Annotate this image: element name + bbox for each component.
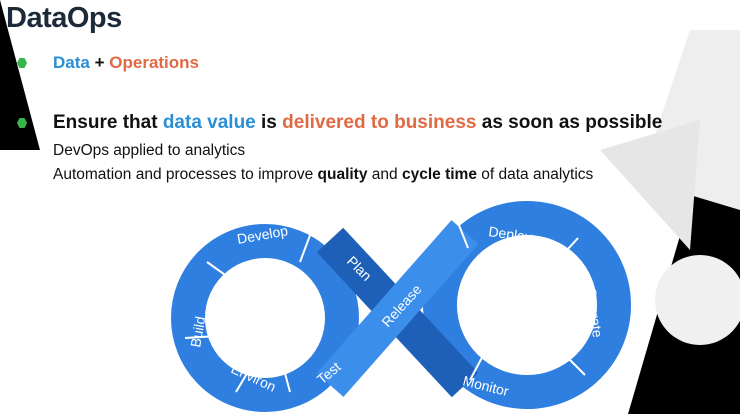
stage-deploy: Deploy [488,223,533,245]
bullet-marker [17,118,27,128]
bullet-data-operations: Data + Operations [53,53,200,72]
sub-bullet-automation: Automation and processes to improve qual… [53,166,594,183]
bullet-marker [17,58,27,68]
segment-separators [184,214,586,393]
left-loop [171,224,359,412]
page-title: DataOps [6,2,122,34]
crossing-band-front [316,220,479,397]
right-loop [423,201,631,409]
stage-build: Build [187,315,208,348]
stage-operate: Operate [583,286,606,339]
bullet-ensure-value: Ensure that data value is delivered to b… [53,112,663,133]
sub-bullet-devops: DevOps applied to analytics [53,142,246,159]
